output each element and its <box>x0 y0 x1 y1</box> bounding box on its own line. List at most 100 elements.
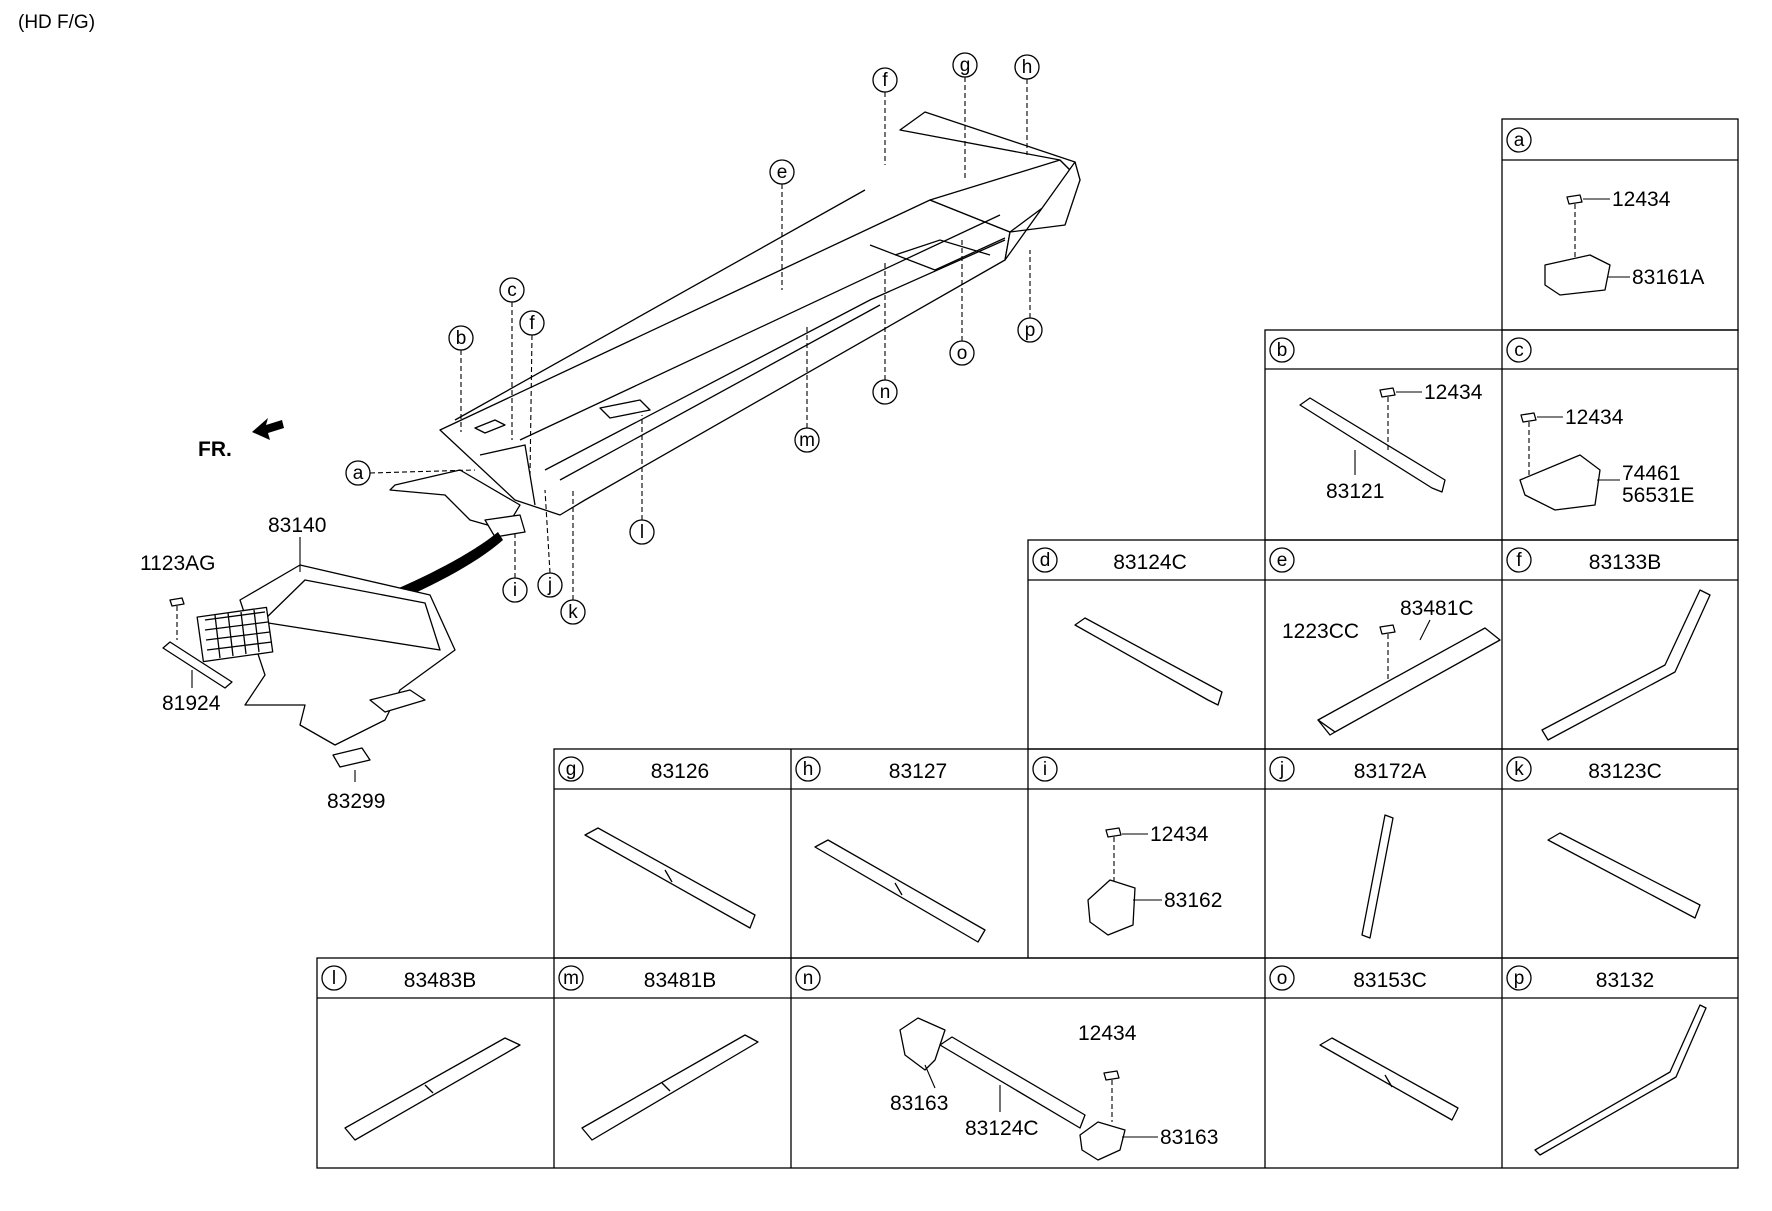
part-number: 12434 <box>1150 823 1209 846</box>
panel-header-part: 83132 <box>1596 969 1654 992</box>
panel-letter: f <box>1516 550 1522 571</box>
svg-text:n: n <box>880 382 891 403</box>
svg-text:e: e <box>777 162 788 183</box>
part-number-pad: 83299 <box>327 790 385 813</box>
panel-c[interactable]: c 12434 74461 56531E <box>1506 337 1694 511</box>
part-number: 83481C <box>1400 597 1474 620</box>
callout-g: g <box>952 52 978 178</box>
part-number: 83121 <box>1326 480 1384 503</box>
svg-text:o: o <box>957 343 968 364</box>
callout-l: l <box>629 415 655 545</box>
panel-header-part: 83127 <box>889 760 947 783</box>
floor-covering[interactable] <box>389 111 1081 538</box>
part-number: 12434 <box>1565 406 1624 429</box>
svg-text:l: l <box>640 522 644 543</box>
panel-letter: h <box>803 759 814 780</box>
callout-f1: f <box>519 310 545 476</box>
callout-i: i <box>502 530 528 603</box>
front-arrow-icon <box>252 418 284 440</box>
svg-text:h: h <box>1022 57 1033 78</box>
panel-header-part: 83481B <box>644 969 716 992</box>
panel-i[interactable]: i 12434 83162 <box>1032 756 1222 936</box>
svg-text:k: k <box>568 602 578 623</box>
svg-text:a: a <box>353 463 364 484</box>
panel-header-part: 83123C <box>1588 760 1662 783</box>
pad-part[interactable] <box>332 747 371 768</box>
panel-letter: a <box>1514 130 1525 151</box>
panel-k[interactable]: k 83123C <box>1506 756 1701 919</box>
part-number-clip: 1123AG <box>140 552 216 575</box>
part-number: 12434 <box>1078 1022 1137 1045</box>
panel-b[interactable]: b 12434 83121 <box>1269 337 1483 503</box>
callout-a: a <box>345 460 476 486</box>
part-number: 83161A <box>1632 266 1704 289</box>
main-diagram: FR. 83140 1123AG 81924 83299 a b <box>140 52 1081 813</box>
callout-f2: f <box>872 67 898 165</box>
panel-letter: n <box>803 968 814 989</box>
part-number: 83163 <box>1160 1126 1218 1149</box>
front-label: FR. <box>198 438 232 461</box>
panel-letter: b <box>1277 340 1288 361</box>
callout-o: o <box>949 240 975 366</box>
panel-letter: l <box>332 968 336 989</box>
panel-h[interactable]: h 83127 <box>795 756 986 943</box>
part-number: 74461 <box>1622 462 1680 485</box>
panel-header-part: 83172A <box>1354 760 1426 783</box>
panel-letter: p <box>1514 968 1525 989</box>
svg-text:c: c <box>507 280 517 301</box>
panel-j[interactable]: j 83172A <box>1269 756 1426 939</box>
part-number-strip: 81924 <box>162 692 221 715</box>
panel-header-part: 83124C <box>1113 551 1187 574</box>
callout-n: n <box>872 262 898 405</box>
panel-d[interactable]: d 83124C <box>1032 547 1223 706</box>
clip-icon[interactable] <box>169 597 185 640</box>
part-number: 83124C <box>965 1117 1039 1140</box>
callout-j: j <box>537 489 563 598</box>
panel-letter: g <box>566 759 577 780</box>
panel-header-part: 83133B <box>1589 551 1661 574</box>
panel-p[interactable]: p 83132 <box>1506 965 1707 1156</box>
part-number: 1223CC <box>1282 620 1359 643</box>
panel-letter: c <box>1514 340 1524 361</box>
callout-p: p <box>1017 250 1043 343</box>
panel-o[interactable]: o 83153C <box>1269 965 1459 1121</box>
part-number-carpet: 83140 <box>268 514 326 537</box>
panel-grid <box>316 118 1739 1169</box>
assembly-arrow-icon <box>375 532 503 608</box>
panel-e[interactable]: e 83481C 1223CC <box>1269 547 1501 736</box>
main-callouts: a b c f e f g h p o n m l k j i <box>345 52 1043 625</box>
callout-h: h <box>1014 54 1040 155</box>
panel-letter: e <box>1277 550 1288 571</box>
panel-a[interactable]: a 12434 83161A <box>1506 127 1704 296</box>
svg-text:f: f <box>529 313 535 334</box>
panel-g[interactable]: g 83126 <box>558 756 756 929</box>
panel-letter: m <box>563 968 579 989</box>
panel-letter: d <box>1040 550 1051 571</box>
panel-letter: i <box>1043 759 1047 780</box>
panel-header-part: 83126 <box>651 760 709 783</box>
svg-text:i: i <box>513 580 517 601</box>
panel-header-part: 83483B <box>404 969 476 992</box>
panel-header-part: 83153C <box>1353 969 1427 992</box>
svg-text:j: j <box>547 575 552 596</box>
panel-letter: j <box>1279 759 1284 780</box>
strip-part[interactable] <box>162 641 233 689</box>
part-number: 12434 <box>1612 188 1671 211</box>
panel-letter: o <box>1277 968 1288 989</box>
callout-m: m <box>794 325 820 453</box>
carpet-part[interactable] <box>196 564 456 746</box>
panel-l[interactable]: l 83483B <box>321 965 521 1141</box>
panel-letter: k <box>1514 759 1524 780</box>
diagram-code: (HD F/G) <box>18 12 96 33</box>
panel-f[interactable]: f 83133B <box>1506 547 1711 741</box>
svg-text:f: f <box>882 70 888 91</box>
part-number: 12434 <box>1424 381 1483 404</box>
svg-text:p: p <box>1025 320 1036 341</box>
panel-m[interactable]: m 83481B <box>558 965 759 1141</box>
panel-n[interactable]: n 83163 83124C 12434 83163 <box>795 965 1218 1161</box>
part-number: 83163 <box>890 1092 948 1115</box>
svg-text:g: g <box>960 55 971 76</box>
part-number: 83162 <box>1164 889 1222 912</box>
part-number: 56531E <box>1622 484 1694 507</box>
